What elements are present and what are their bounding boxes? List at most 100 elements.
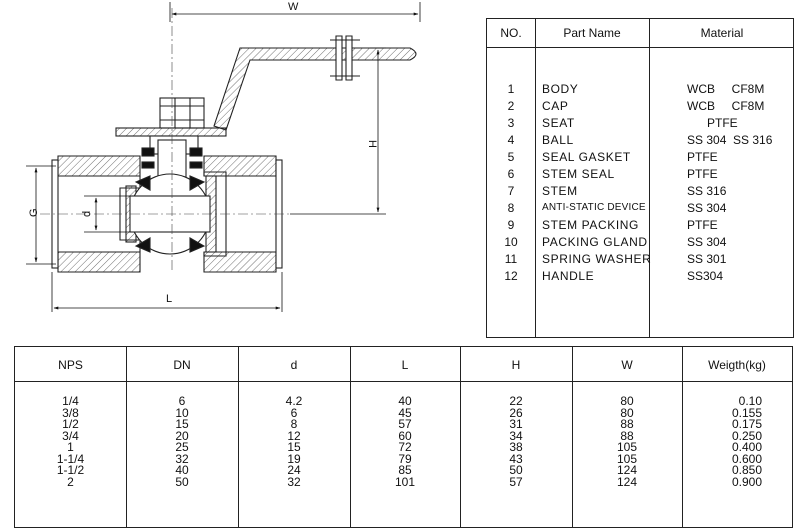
header-w: W xyxy=(621,358,633,372)
parts-row: 5 SEAL GASKET PTFE xyxy=(487,150,793,167)
part-number: 5 xyxy=(507,150,515,164)
column-w: 80 80 88 88 105 105 124 124 xyxy=(572,394,682,489)
column-weight: 0.10 0.155 0.175 0.250 0.400 0.600 0.850… xyxy=(682,394,792,489)
part-name: STEM xyxy=(542,184,578,198)
cell-weight: 0.175 xyxy=(731,417,762,431)
cell-w: 124 xyxy=(616,474,638,489)
part-number: 1 xyxy=(507,82,515,96)
column-nps: 1/4 3/8 1/2 3/4 1 1-1/4 1-1/2 2 xyxy=(15,395,126,489)
cell-weight: 0.900 xyxy=(731,474,762,489)
part-material: SS 316 xyxy=(687,184,727,198)
cell-weight: 0.155 xyxy=(731,405,762,420)
cell-w: 105 xyxy=(616,440,638,454)
cell-h: 50 xyxy=(509,463,523,477)
part-name: BODY xyxy=(542,82,579,96)
cell-w: 105 xyxy=(616,451,638,466)
part-material: PTFE xyxy=(687,218,718,232)
cell-d: 32 xyxy=(287,474,301,489)
parts-row: 7 STEM SS 316 xyxy=(487,184,793,201)
cell-weight: 0.400 xyxy=(731,440,762,454)
cell-h: 26 xyxy=(509,405,523,420)
cell-w: 88 xyxy=(620,417,634,431)
part-material: PTFE xyxy=(707,116,738,130)
cell-h: 31 xyxy=(509,417,523,431)
part-number: 7 xyxy=(507,184,515,198)
cell-weight: 0.600 xyxy=(731,451,762,466)
column-l: 40 45 57 60 72 79 85 101 xyxy=(350,394,460,489)
cell-h: 22 xyxy=(509,394,523,408)
header-no: NO. xyxy=(500,26,522,40)
cell-weight: 0.10 xyxy=(738,394,762,408)
part-name: HANDLE xyxy=(542,269,595,283)
cell-l: 101 xyxy=(394,474,416,489)
part-material: SS 304 xyxy=(687,235,727,249)
dimension-l-label: L xyxy=(166,293,172,305)
cell-l: 40 xyxy=(398,394,412,408)
cell-w: 80 xyxy=(620,394,634,408)
parts-row: 4 BALL SS 304 SS 316 xyxy=(487,133,793,150)
header-h: H xyxy=(511,358,521,372)
cell-nps: 1/2 xyxy=(62,417,79,431)
cell-w: 88 xyxy=(620,428,634,443)
cell-l: 72 xyxy=(398,440,412,454)
cell-d: 8 xyxy=(290,417,298,431)
cell-nps: 3/4 xyxy=(62,428,79,443)
cell-h: 38 xyxy=(509,440,523,454)
cell-d: 4.2 xyxy=(285,394,303,408)
dimension-g xyxy=(26,165,56,265)
part-number: 11 xyxy=(504,252,518,266)
column-h: 22 26 31 34 38 43 50 57 xyxy=(460,394,572,489)
dimension-h xyxy=(370,47,386,213)
cell-dn: 32 xyxy=(175,451,189,466)
dimensions-spec-table: NPS DN d L H W Weigth(kg) 1/4 3/8 1/2 3/… xyxy=(14,346,793,528)
dimension-d-label: d xyxy=(81,211,93,217)
cell-weight: 0.250 xyxy=(731,428,762,443)
dimension-g-label: G xyxy=(28,208,40,217)
cell-h: 43 xyxy=(509,451,523,466)
part-name: PACKING GLAND xyxy=(542,235,648,249)
cell-nps: 1-1/2 xyxy=(56,463,85,477)
cell-d: 15 xyxy=(287,440,301,454)
cell-weight: 0.850 xyxy=(731,463,762,477)
parts-row: 6 STEM SEAL PTFE xyxy=(487,167,793,184)
part-material: SS 304 SS 316 xyxy=(687,133,773,147)
cell-nps: 2 xyxy=(67,474,74,489)
cell-w: 124 xyxy=(616,463,638,477)
column-dn: 6 10 15 20 25 32 40 50 xyxy=(126,395,238,488)
cell-h: 57 xyxy=(509,474,523,489)
parts-row: 3 SEAT PTFE xyxy=(487,116,793,133)
part-material: SS304 xyxy=(687,269,724,283)
dimension-l xyxy=(51,272,283,312)
parts-row: 12 HANDLE SS304 xyxy=(487,269,793,286)
column-d: 4.2 6 8 12 15 19 24 32 xyxy=(238,394,350,489)
part-material: PTFE xyxy=(687,167,718,181)
cell-dn: 15 xyxy=(175,417,189,431)
part-number: 9 xyxy=(507,218,515,232)
part-material: WCB CF8M xyxy=(687,99,765,113)
part-name: SEAT xyxy=(542,116,575,130)
header-part-name: Part Name xyxy=(563,26,621,40)
cell-dn: 20 xyxy=(175,428,189,443)
header-d: d xyxy=(290,358,298,372)
cell-h: 34 xyxy=(509,428,523,443)
cell-l: 85 xyxy=(398,463,412,477)
part-material: WCB CF8M xyxy=(687,82,765,96)
cell-nps: 1 xyxy=(67,440,74,454)
part-name: ANTI-STATIC DEVICE xyxy=(542,202,646,213)
dimension-w xyxy=(169,2,421,22)
cell-w: 80 xyxy=(620,405,634,420)
part-number: 12 xyxy=(504,269,518,283)
dimension-h-label: H xyxy=(366,140,378,148)
cell-l: 45 xyxy=(398,405,412,420)
part-name: STEM PACKING xyxy=(542,218,639,232)
dimension-w-label: W xyxy=(288,1,299,13)
parts-row: 8 ANTI-STATIC DEVICE SS 304 xyxy=(487,201,793,218)
part-number: 6 xyxy=(507,167,515,181)
parts-row: 2 CAP WCB CF8M xyxy=(487,99,793,116)
handle xyxy=(213,35,417,131)
parts-material-table: NO. Part Name Material 1 BODY WCB CF8M 2… xyxy=(486,18,794,338)
part-number: 10 xyxy=(504,235,518,249)
parts-row: 9 STEM PACKING PTFE xyxy=(487,218,793,235)
part-name: SPRING WASHER xyxy=(542,252,652,266)
cell-d: 12 xyxy=(287,428,301,443)
